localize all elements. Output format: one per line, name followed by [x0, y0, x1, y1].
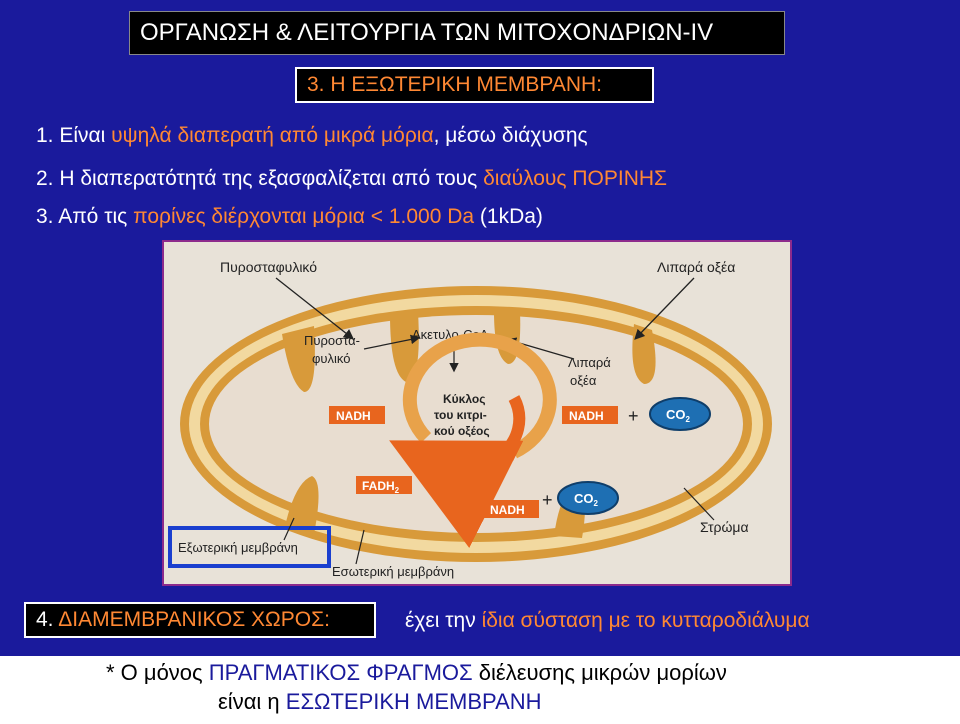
label-inner-membrane: Εσωτερική μεμβράνη [332, 564, 454, 579]
krebs-cycle-arrow [402, 332, 557, 459]
footer-panel [0, 656, 960, 724]
slide-title: ΟΡΓΑΝΩΣΗ & ΛΕΙΤΟΥΡΓΙΑ ΤΩΝ ΜΙΤΟΧΟΝΔΡΙΩΝ-I… [129, 11, 785, 55]
plus-sign-bottom: + [542, 490, 553, 510]
item-2: 2. Η διαπερατότητά της εξασφαλίζεται από… [36, 167, 668, 190]
co2-bubble-right [649, 397, 711, 431]
item-1: 1. Είναι υψηλά διαπερατή από μικρά μόρια… [36, 124, 588, 147]
nadh-label-bottom: NADH [490, 503, 525, 517]
nadh-box-left [329, 406, 385, 424]
nadh-label-left: NADH [336, 409, 371, 423]
cycle-label-3: κού οξέος [434, 424, 490, 438]
nadh-label-right: NADH [569, 409, 604, 423]
plus-sign-right: + [628, 406, 639, 426]
label-pyruvate-in-1: Πυροστα- [304, 333, 360, 348]
section3-heading: 3. Η ΕΞΩΤΕΡΙΚΗ ΜΕΜΒΡΑΝΗ: [295, 67, 654, 103]
label-fatty-in-1: Λιπαρά [568, 355, 611, 370]
footer-line-1: * Ο μόνος ΠΡΑΓΜΑΤΙΚΟΣ ΦΡΑΓΜΟΣ διέλευσης … [106, 660, 727, 685]
section4-heading: 4. ΔΙΑΜΕΜΒΡΑΝΙΚΟΣ ΧΩΡΟΣ: [24, 602, 376, 638]
label-fatty-top: Λιπαρά οξέα [657, 259, 735, 275]
label-fatty-in-2: οξέα [570, 373, 597, 388]
co2-label-right: CO2 [666, 407, 691, 424]
fadh-label: FADH2 [362, 479, 400, 495]
label-outer-membrane: Εξωτερική μεμβράνη [178, 540, 298, 555]
footer-line-2: είναι η ΕΣΩΤΕΡΙΚΗ ΜΕΜΒΡΑΝΗ [218, 689, 542, 714]
label-pyruvate-in-2: φυλικό [312, 351, 351, 366]
cycle-label-1: Κύκλος [443, 392, 485, 406]
nadh-box-bottom [483, 500, 539, 518]
co2-bubble-bottom [557, 481, 619, 515]
co2-label-bottom: CO2 [574, 491, 599, 508]
cycle-label-2: του κιτρι- [434, 408, 487, 422]
item-3: 3. Από τις πορίνες διέρχονται μόρια < 1.… [36, 205, 543, 228]
fadh-box [356, 476, 412, 494]
mitochondrion-svg: Πυροσταφυλικό Λιπαρά οξέα Πυροστα- φυλικ… [168, 259, 772, 579]
section4-text: έχει την ίδια σύσταση με το κυτταροδιάλυ… [405, 609, 810, 632]
nadh-box-right [562, 406, 618, 424]
mitochondrion-diagram: Πυροσταφυλικό Λιπαρά οξέα Πυροστα- φυλικ… [162, 240, 792, 586]
label-matrix: Στρώμα [700, 519, 749, 535]
label-pyruvate-top: Πυροσταφυλικό [220, 259, 317, 275]
outer-membrane-highlight [168, 526, 331, 568]
